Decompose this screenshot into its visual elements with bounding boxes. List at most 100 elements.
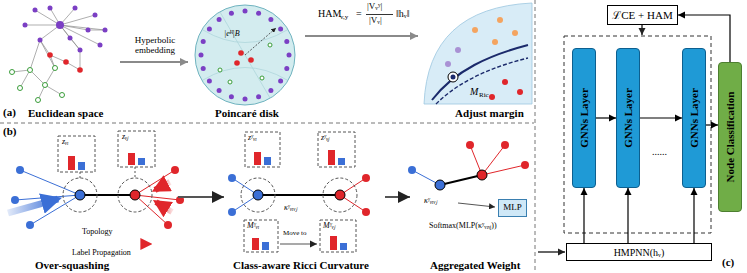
histogram-label: zᵥᵢ (62, 138, 69, 147)
ricci-curvature-graph (280, 243, 317, 244)
oversquashing-graph (128, 153, 135, 165)
connector-arrow (583, 188, 584, 243)
oversquashing-graph (80, 172, 81, 178)
figure-graphic (217, 88, 222, 93)
poincare-disk (195, 5, 295, 105)
oversquashing-graph (80, 194, 135, 196)
aggregation-graph (440, 175, 482, 185)
figure-graphic (33, 8, 38, 13)
figure-graphic (243, 9, 248, 14)
figure-graphic (256, 94, 261, 99)
figure-graphic (229, 94, 234, 99)
oversquashing-graph (135, 167, 136, 178)
legend-text: Label Propagation (72, 249, 131, 258)
figure-graphic (38, 38, 43, 43)
oversquashing-graph (75, 190, 85, 200)
figure-graphic (268, 88, 273, 93)
figure-graphic (201, 39, 206, 44)
oversquashing-graph (156, 202, 172, 212)
connector-arrow (706, 124, 718, 125)
ricci-curvature-graph (340, 243, 347, 250)
figure-graphic (472, 17, 518, 45)
ellipsis: ...... (652, 146, 667, 157)
figure-graphic (199, 53, 204, 58)
figure-graphic (455, 47, 461, 53)
arrow-label: Move to (283, 230, 307, 238)
panel-separator (0, 0, 535, 273)
ricci-curvature-graph (245, 132, 280, 167)
gnn-layer: GNNs Layer (572, 48, 596, 188)
oversquashing-graph (16, 166, 24, 174)
gnn-layer: GNNs Layer (616, 48, 640, 188)
figure-graphic (492, 39, 498, 45)
ricci-curvature-graph (328, 150, 335, 165)
aggregation-graph (466, 141, 474, 149)
euclidean-graph (10, 6, 108, 103)
figure-graphic (77, 67, 83, 73)
oversquashing-graph (178, 196, 224, 198)
figure-graphic (86, 28, 91, 33)
panel-tag: (c) (722, 256, 734, 268)
figure-graphic (445, 47, 461, 67)
ricci-curvature-graph (228, 132, 410, 252)
ricci-curvature-graph (254, 152, 261, 165)
panel-tag: (b) (3, 125, 16, 137)
aggregation-graph (501, 141, 509, 149)
math-subscript: Ric (479, 92, 489, 100)
formula-arrow (305, 35, 418, 37)
figure-graphic (207, 78, 212, 83)
figure-graphic (93, 13, 98, 18)
curvature-label: κʸᵥᵢᵥⱼ (284, 204, 297, 213)
math-label: |eᴴ|B (224, 30, 240, 39)
vertical-label: GNNs Layer (622, 88, 634, 148)
ricci-curvature-graph (241, 178, 275, 212)
box-label: ℒCE + HAM (612, 9, 672, 21)
figure-graphic (56, 21, 64, 29)
poincare-disk (203, 12, 287, 98)
vertical-label: GNNs Layer (688, 88, 700, 148)
layer-group-frame (538, 25, 711, 252)
oversquashing-graph (58, 136, 95, 172)
figure-graphic (53, 66, 58, 71)
panel-tag: (a) (3, 106, 16, 118)
connector-arrow (596, 117, 616, 118)
formula-denominator: |Vᵥ| (369, 16, 382, 26)
figure-graphic (268, 17, 273, 22)
histogram-label: zʸᵥⱼ (321, 134, 329, 143)
margin-region (451, 75, 456, 80)
figure-graphic (218, 43, 272, 84)
figure-graphic (268, 43, 272, 47)
caption-text: Class-aware Ricci Curvature (233, 259, 369, 271)
poincare-disk (195, 5, 295, 105)
histogram-label: Mʸᵥᵢ (247, 222, 259, 231)
margin-region (424, 3, 532, 104)
figure-graphic (78, 48, 83, 53)
aggregation-graph (408, 166, 416, 174)
oversquashing-graph (130, 190, 140, 200)
ricci-curvature-graph (244, 220, 278, 252)
oversquashing-graph (138, 158, 145, 165)
figure-graphic (238, 50, 244, 56)
vertical-label: GNNs Layer (578, 88, 590, 148)
ricci-curvature-graph (252, 238, 259, 250)
margin-region (436, 58, 528, 104)
figure-graphic (229, 11, 234, 16)
vertical-label: Node Classification (724, 92, 736, 183)
oversquashing-graph (11, 196, 19, 204)
figure-graphic (489, 94, 495, 100)
module-box: HMPNN(hᵥ) (566, 243, 712, 261)
figure-graphic (517, 89, 523, 95)
figure-graphic (47, 52, 53, 58)
figure-graphic (512, 30, 518, 36)
figure-graphic (47, 52, 83, 73)
oversquashing-graph (63, 178, 97, 212)
caption-text: Over-squashing (35, 259, 109, 271)
histogram-label: zᵥⱼ (122, 133, 128, 142)
aggregation-graph (458, 203, 495, 207)
formula-text: Softmax(MLP(κʸᵥᵢᵥⱼ)) (429, 222, 497, 231)
ricci-curvature-graph (335, 190, 345, 200)
figure-graphic (228, 80, 232, 84)
layer-group-frame (564, 36, 711, 233)
ricci-curvature-graph (362, 208, 370, 216)
